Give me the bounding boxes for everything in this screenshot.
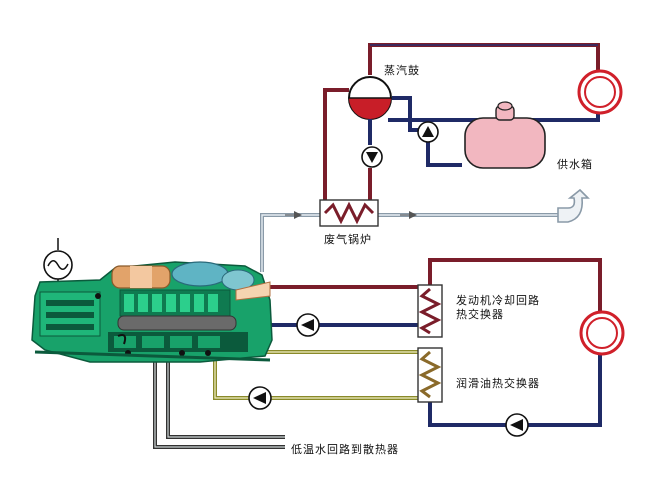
boiler-risers [323, 88, 372, 205]
water-tank-label: 供水箱 [557, 158, 593, 171]
lube-oil-hx-label: 润滑油热交换器 [456, 377, 540, 390]
water-tank-icon [464, 101, 546, 169]
pump-icon [248, 386, 272, 410]
pump-icon [417, 121, 439, 143]
generator-icon [43, 238, 73, 292]
pump-icon [361, 146, 383, 168]
engine-cooling-loop [262, 258, 602, 427]
pump-icon [296, 313, 320, 337]
heat-exchanger-icon [417, 347, 443, 403]
low-temp-loop-label: 低温水回路到散热器 [291, 443, 399, 456]
engine-genset [31, 261, 273, 363]
steam-drum-label: 蒸汽鼓 [384, 64, 420, 77]
heat-exchanger-icon [319, 199, 379, 227]
exhaust-line [260, 211, 558, 272]
exhaust-outlet-icon [557, 188, 590, 223]
engine-cooling-hx-label-line1: 发动机冷却回路 [456, 294, 540, 307]
engine-cooling-hx-label-line2: 热交换器 [456, 308, 504, 321]
pump-icon [505, 413, 529, 437]
heat-consumer-icon [579, 310, 625, 356]
waste-heat-boiler-label: 废气锅炉 [324, 233, 372, 246]
heat-consumer-icon [577, 69, 623, 115]
engine-cooling-hx-label: 发动机冷却回路 热交换器 [456, 294, 566, 322]
heat-exchanger-icon [417, 284, 443, 338]
steam-drum-icon [348, 76, 392, 120]
low-temp-loop [153, 360, 285, 449]
